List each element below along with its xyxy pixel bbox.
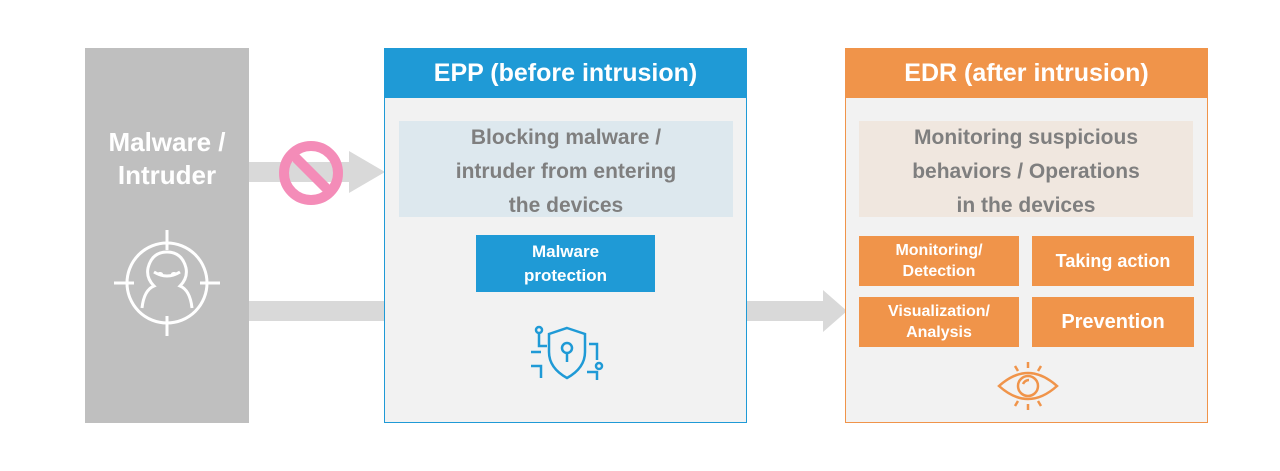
edr-panel [845, 48, 1208, 423]
epp-description: Blocking malware / intruder from enterin… [399, 121, 733, 217]
intruder-label: Malware / Intruder [108, 127, 226, 190]
shield-circuit-icon [531, 325, 604, 380]
intrusion-arrow [249, 301, 385, 321]
edr-description: Monitoring suspicious behaviors / Operat… [859, 121, 1193, 217]
edr-title: EDR (after intrusion) [845, 48, 1208, 98]
prevention-box: Prevention [1032, 297, 1194, 347]
no-entry-icon [279, 141, 343, 205]
epp-title: EPP (before intrusion) [384, 48, 747, 98]
malware-protection-box: Malware protection [476, 235, 655, 292]
taking-action-box: Taking action [1032, 236, 1194, 286]
eye-circuit-icon [997, 362, 1059, 410]
visualization-analysis-box: Visualization/ Analysis [859, 297, 1019, 347]
monitoring-detection-box: Monitoring/ Detection [859, 236, 1019, 286]
epp-to-edr-arrow [747, 290, 847, 332]
hacker-target-icon [114, 230, 220, 336]
